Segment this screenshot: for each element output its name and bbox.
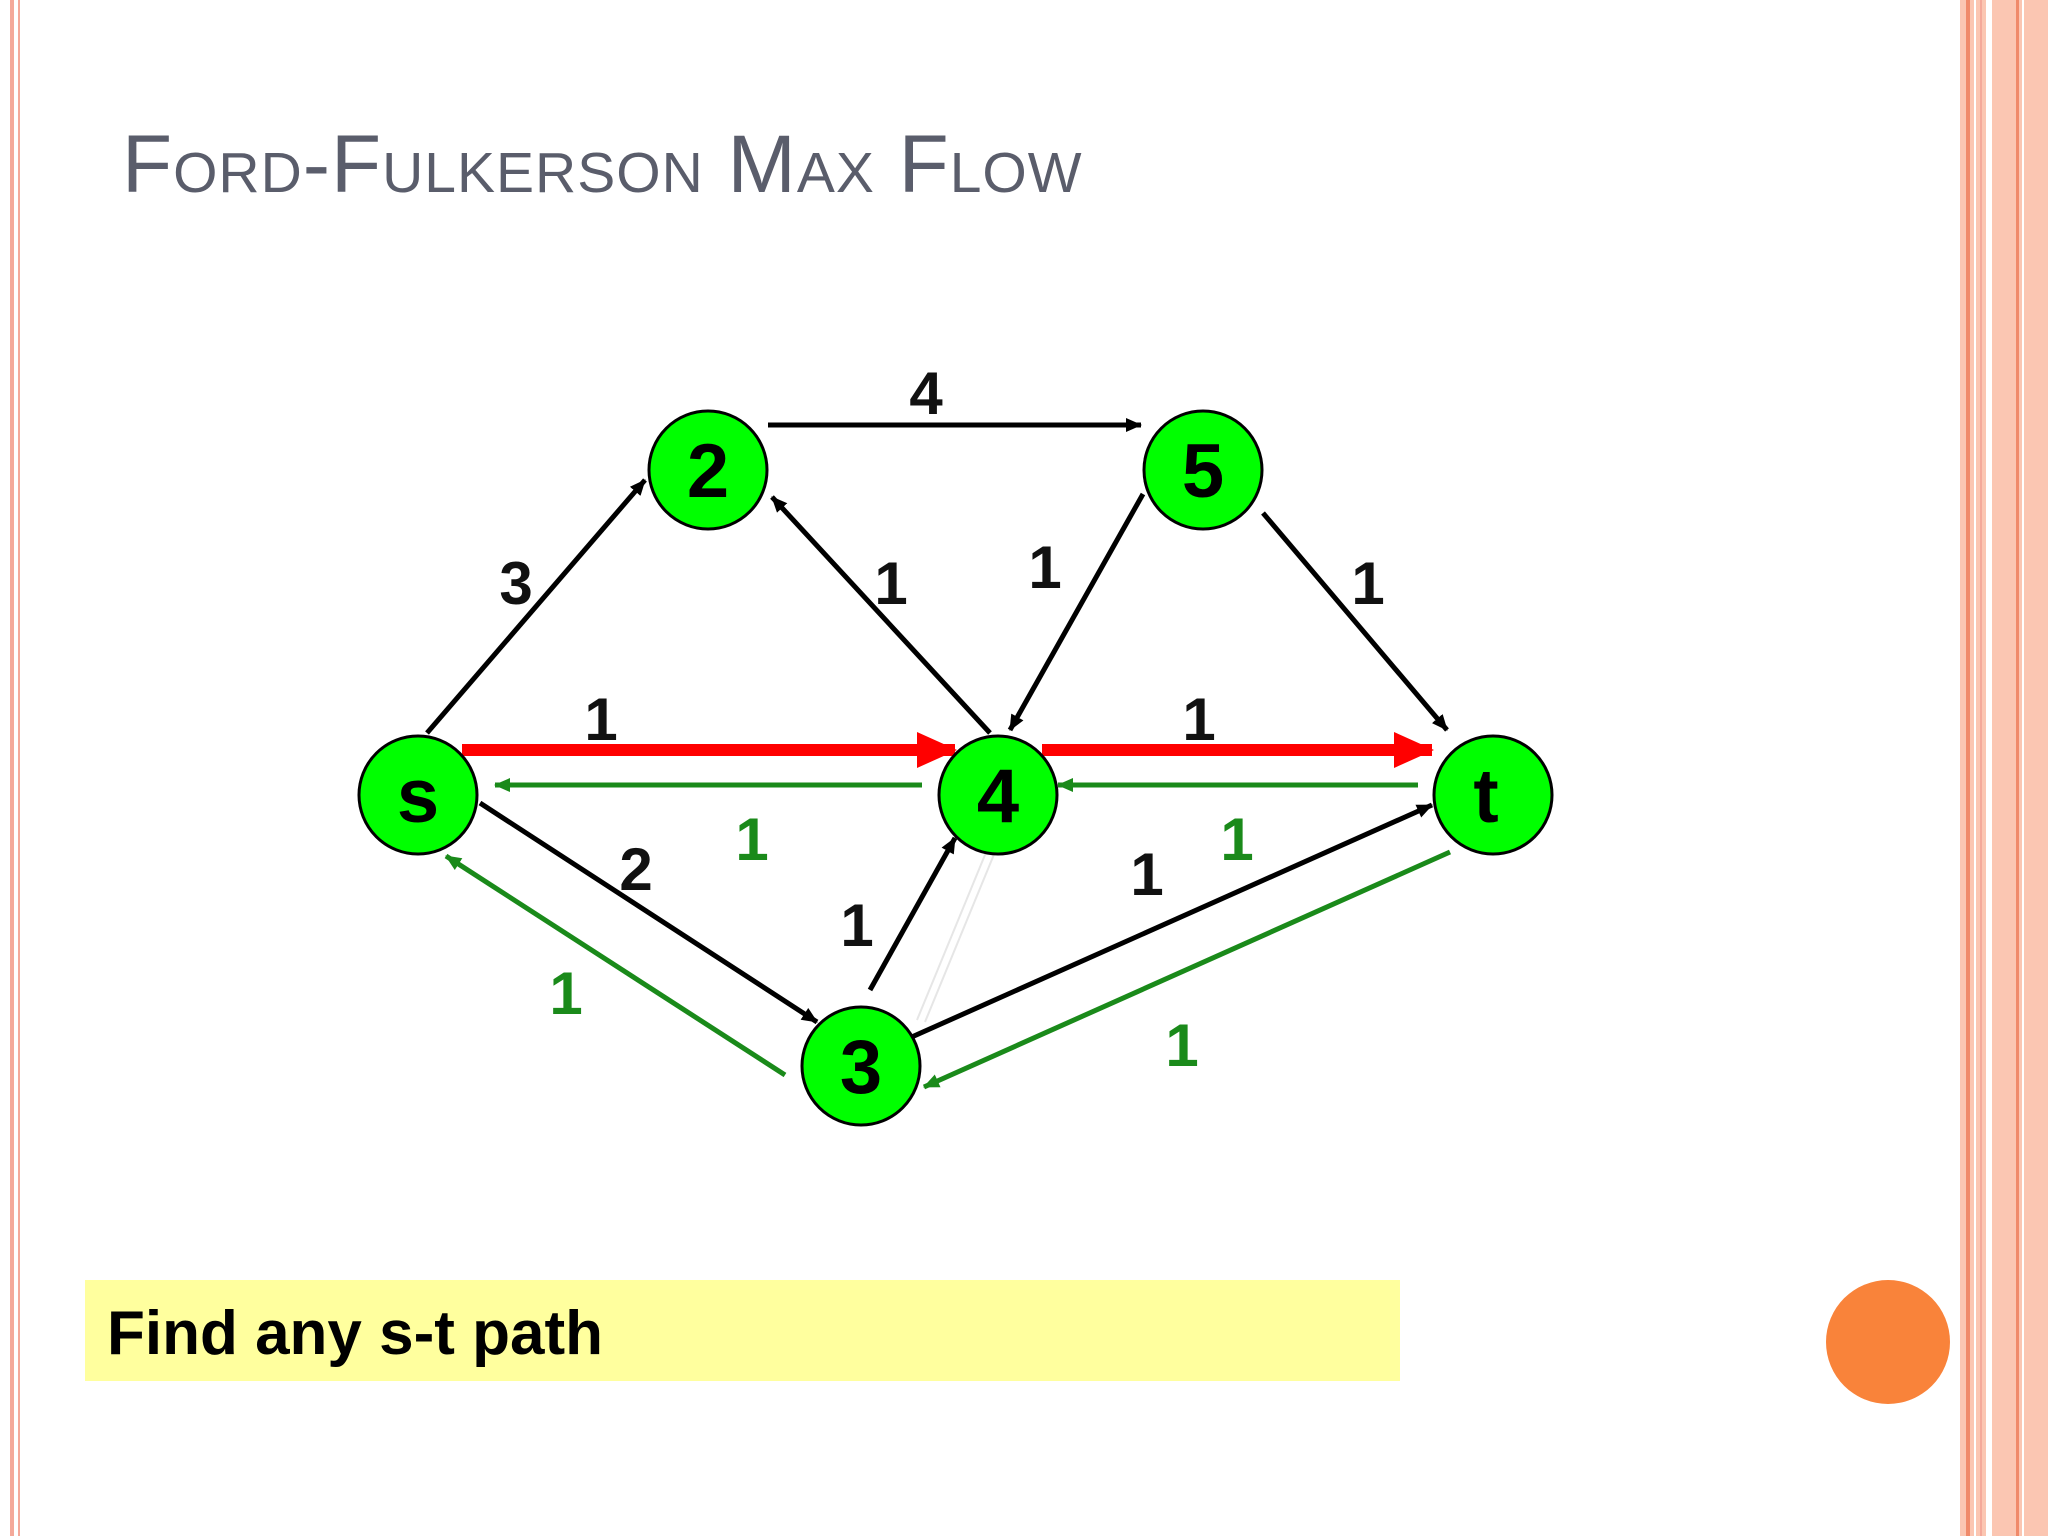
left-border-stripe-thin bbox=[18, 0, 20, 1536]
svg-text:t: t bbox=[1473, 754, 1498, 839]
capacity-label-5-t: 1 bbox=[1351, 550, 1384, 617]
capacity-label-s-3: 2 bbox=[619, 836, 652, 903]
edge-3-t bbox=[903, 802, 1434, 1043]
edge-4-2 bbox=[770, 495, 992, 735]
left-border-stripe bbox=[10, 0, 14, 1536]
residual-3-s bbox=[444, 853, 787, 1078]
svg-text:3: 3 bbox=[840, 1025, 882, 1110]
capacity-label-4-2: 1 bbox=[874, 550, 907, 617]
capacity-label-5-4: 1 bbox=[1028, 534, 1061, 601]
edge-5-4 bbox=[1007, 492, 1146, 732]
capacity-label-3-t: 1 bbox=[1130, 841, 1163, 908]
residual-label-t-4: 1 bbox=[1220, 806, 1253, 873]
node-5: 5 bbox=[1142, 409, 1264, 531]
edge-5-t bbox=[1261, 511, 1449, 732]
residual-label-4-s: 1 bbox=[735, 806, 768, 873]
svg-text:2: 2 bbox=[687, 429, 729, 514]
instruction-callout: Find any s-t path bbox=[85, 1280, 1400, 1381]
node-2: 2 bbox=[647, 409, 769, 531]
slide-title: Ford-Fulkerson Max Flow bbox=[122, 119, 1083, 210]
svg-text:s: s bbox=[397, 754, 439, 839]
node-3: 3 bbox=[800, 1005, 922, 1127]
residual-label-3-s: 1 bbox=[549, 960, 582, 1027]
node-s: s bbox=[357, 734, 479, 856]
edge-s-3 bbox=[478, 800, 819, 1025]
right-decorative-band bbox=[1960, 0, 2048, 1536]
svg-text:5: 5 bbox=[1182, 429, 1224, 514]
capacity-label-2-5: 4 bbox=[909, 360, 943, 427]
svg-text:4: 4 bbox=[977, 754, 1019, 839]
node-t: t bbox=[1432, 734, 1554, 856]
edge-3-4 bbox=[867, 836, 958, 992]
capacity-label-3-4: 1 bbox=[840, 892, 873, 959]
instruction-text: Find any s-t path bbox=[107, 1299, 603, 1368]
node-4: 4 bbox=[937, 734, 1059, 856]
edge-s-2 bbox=[425, 478, 647, 735]
capacity-label-s-4: 1 bbox=[584, 686, 617, 753]
decorative-orange-circle bbox=[1826, 1280, 1950, 1404]
residual-t-3 bbox=[922, 849, 1452, 1090]
capacity-label-4-t: 1 bbox=[1182, 686, 1215, 753]
residual-label-t-3: 1 bbox=[1165, 1012, 1198, 1079]
capacity-label-s-2: 3 bbox=[499, 550, 532, 617]
